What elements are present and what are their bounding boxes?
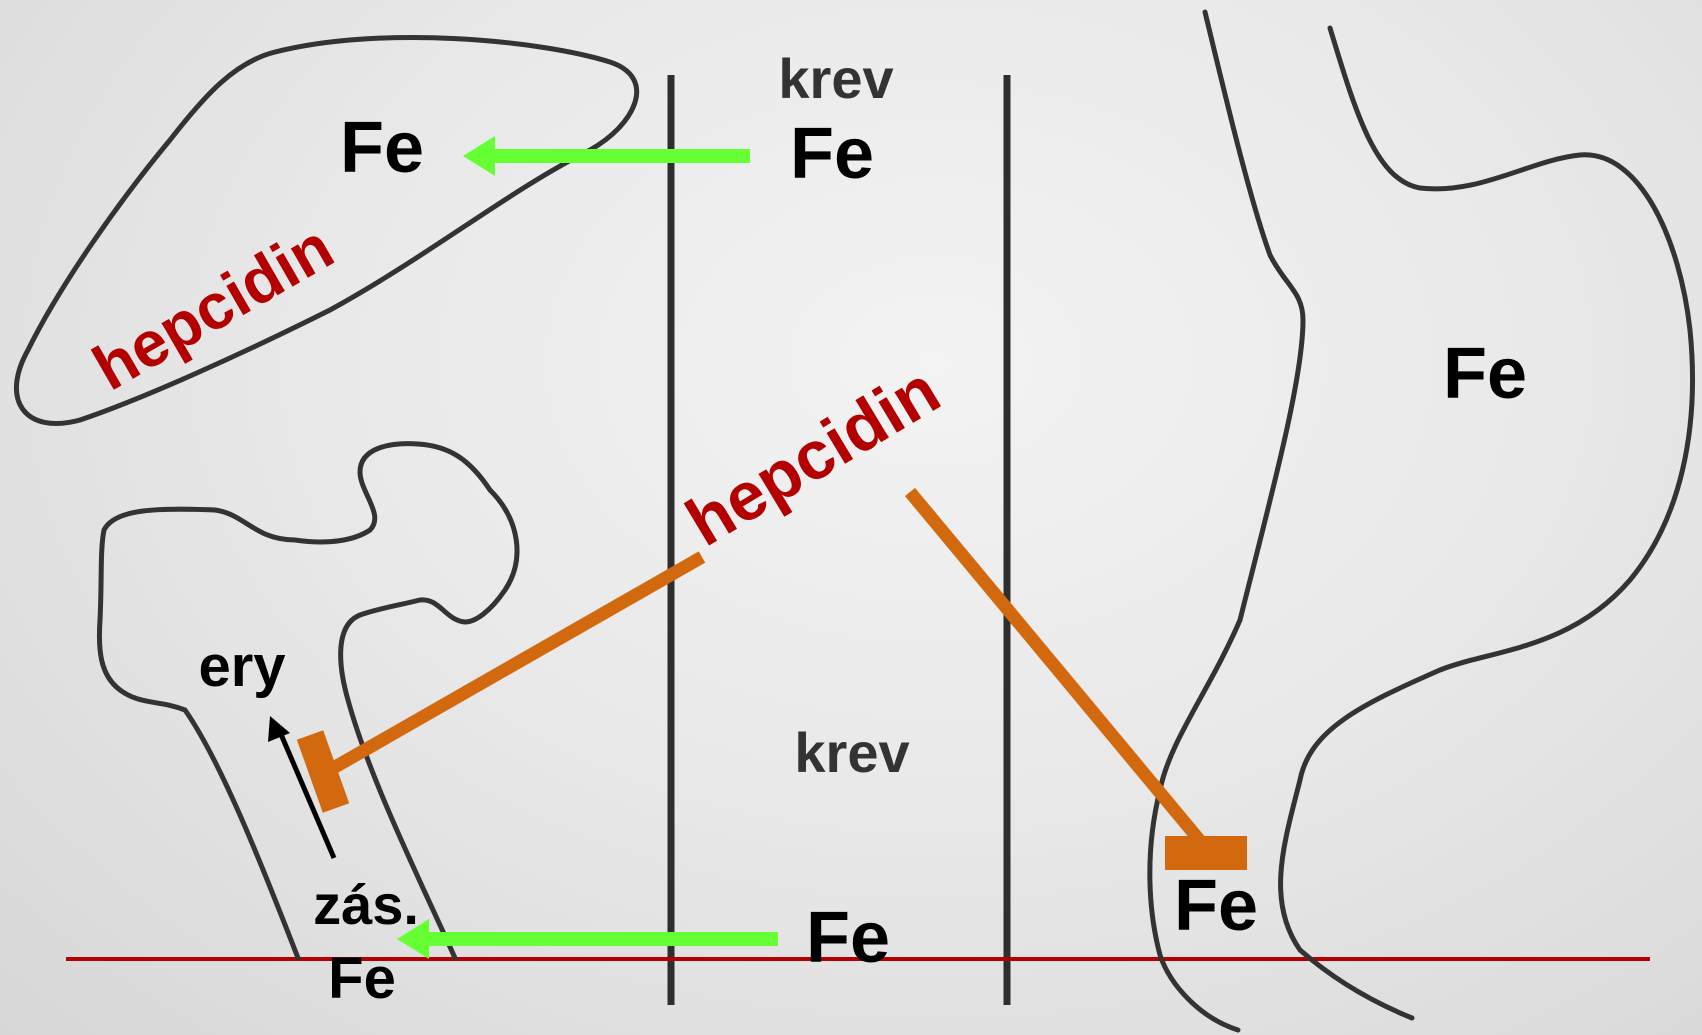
label-hepcidin-center: hepcidin <box>674 352 953 561</box>
label-fe-store: Fe <box>328 946 396 1011</box>
label-krev-bottom: krev <box>794 721 909 784</box>
inhibition-intestine <box>910 492 1247 870</box>
label-zas: zás. <box>313 873 419 936</box>
label-fe-intestine: Fe <box>1174 866 1258 946</box>
label-fe-liver: Fe <box>340 108 424 188</box>
label-fe-stomach: Fe <box>1443 334 1527 414</box>
label-fe-blood-top: Fe <box>790 114 874 194</box>
inhibition-bone <box>310 557 702 808</box>
label-ery: ery <box>198 634 285 699</box>
label-fe-blood-bottom: Fe <box>806 898 890 978</box>
label-krev-top: krev <box>778 47 893 110</box>
stomach-outline <box>1281 28 1693 1018</box>
label-hepcidin-liver: hepcidin <box>81 210 345 404</box>
